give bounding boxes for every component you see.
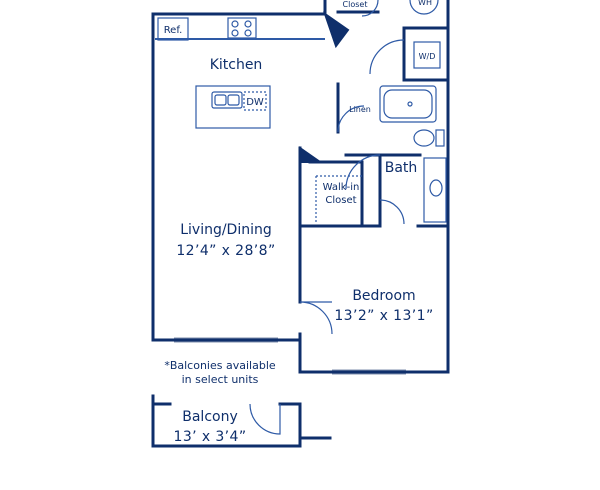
bath-fixtures: [379, 85, 447, 223]
door-laundry: [369, 39, 405, 75]
vanity: [423, 157, 447, 223]
label-living-dining: Living/Dining: [180, 222, 272, 238]
bathtub: [379, 85, 437, 123]
kitchen-fixtures: [155, 17, 325, 129]
sink: [211, 91, 243, 109]
door-bath: [345, 154, 381, 190]
wall-balcony-right: [298, 402, 332, 440]
label-bedroom-size: 13’2” x 13’1”: [334, 308, 433, 324]
door-walkin: [379, 199, 405, 225]
toilet: [413, 129, 435, 147]
door-bedroom: [299, 301, 333, 335]
label-water-heater: WH: [418, 0, 432, 7]
label-walkin-line2: Closet: [325, 195, 356, 206]
door-swings: [249, 0, 405, 435]
note-balconies-line2: in select units: [182, 373, 259, 386]
labels: Kitchen Living/Dining 12’4” x 28’8” Bedr…: [164, 0, 436, 445]
walls: [151, 0, 450, 448]
label-dishwasher: DW: [246, 97, 264, 108]
label-bedroom: Bedroom: [352, 288, 415, 304]
label-bath: Bath: [385, 160, 418, 176]
island: [195, 85, 271, 129]
label-closet-top: Closet: [343, 0, 368, 9]
refrigerator: [157, 17, 189, 41]
door-linen: [337, 105, 365, 133]
sliding-doors: [174, 337, 406, 375]
door-balcony: [249, 403, 281, 435]
counter-top: [155, 38, 325, 40]
label-linen: Linen: [349, 105, 371, 114]
label-refrigerator: Ref.: [164, 25, 183, 36]
label-washer-dryer: W/D: [419, 52, 436, 61]
note-balconies-line1: *Balconies available: [164, 359, 276, 372]
utility-fixtures: [315, 0, 441, 222]
wall-living-left: [151, 12, 302, 342]
label-kitchen: Kitchen: [210, 57, 263, 73]
angled-walls: [299, 11, 350, 163]
range: [227, 17, 257, 39]
door-hall-closet: [361, 0, 379, 17]
water-heater: [409, 0, 439, 15]
washer-dryer: [413, 41, 441, 69]
wall-balcony: [151, 394, 302, 448]
label-walkin-line1: Walk-in: [323, 182, 360, 193]
wall-angle-walkin: [299, 146, 324, 163]
label-living-dining-size: 12’4” x 28’8”: [176, 243, 275, 259]
label-balcony: Balcony: [182, 409, 238, 425]
label-balcony-size: 13’ x 3’4”: [174, 429, 247, 445]
wall-angle-kitchen: [323, 11, 350, 49]
